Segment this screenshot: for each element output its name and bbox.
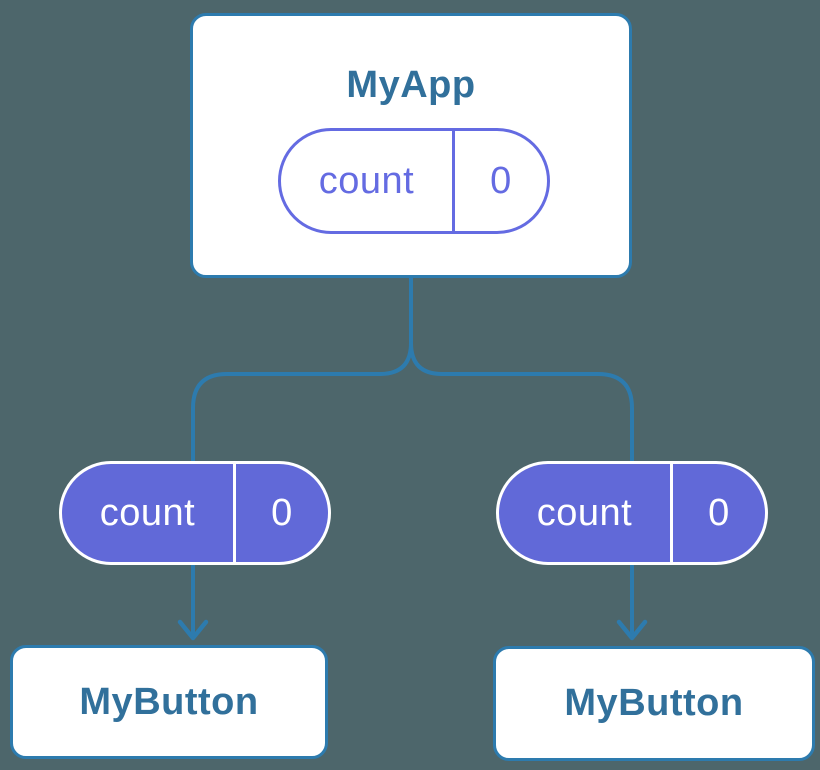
state-pill-value: 0 — [490, 159, 512, 202]
right-prop-pill-value: 0 — [708, 491, 730, 534]
left-prop-pill: count 0 — [59, 461, 331, 565]
myapp-card: MyApp count 0 — [190, 13, 632, 278]
myapp-state-pill: count 0 — [278, 128, 550, 234]
right-mybutton-title: MyButton — [564, 682, 744, 724]
state-pill-label: count — [281, 131, 455, 231]
left-mybutton-title: MyButton — [79, 680, 259, 723]
right-mybutton-card: MyButton — [493, 646, 815, 761]
left-mybutton-card: MyButton — [10, 645, 328, 759]
myapp-title: MyApp — [346, 64, 476, 106]
left-arrowhead — [177, 619, 209, 641]
left-branch-line — [191, 274, 413, 639]
right-prop-pill: count 0 — [496, 461, 768, 565]
left-prop-pill-label: count — [62, 464, 236, 562]
right-prop-pill-label: count — [499, 464, 673, 562]
right-arrowhead — [616, 619, 648, 641]
left-prop-pill-value: 0 — [271, 491, 293, 534]
right-branch-line — [409, 341, 634, 639]
